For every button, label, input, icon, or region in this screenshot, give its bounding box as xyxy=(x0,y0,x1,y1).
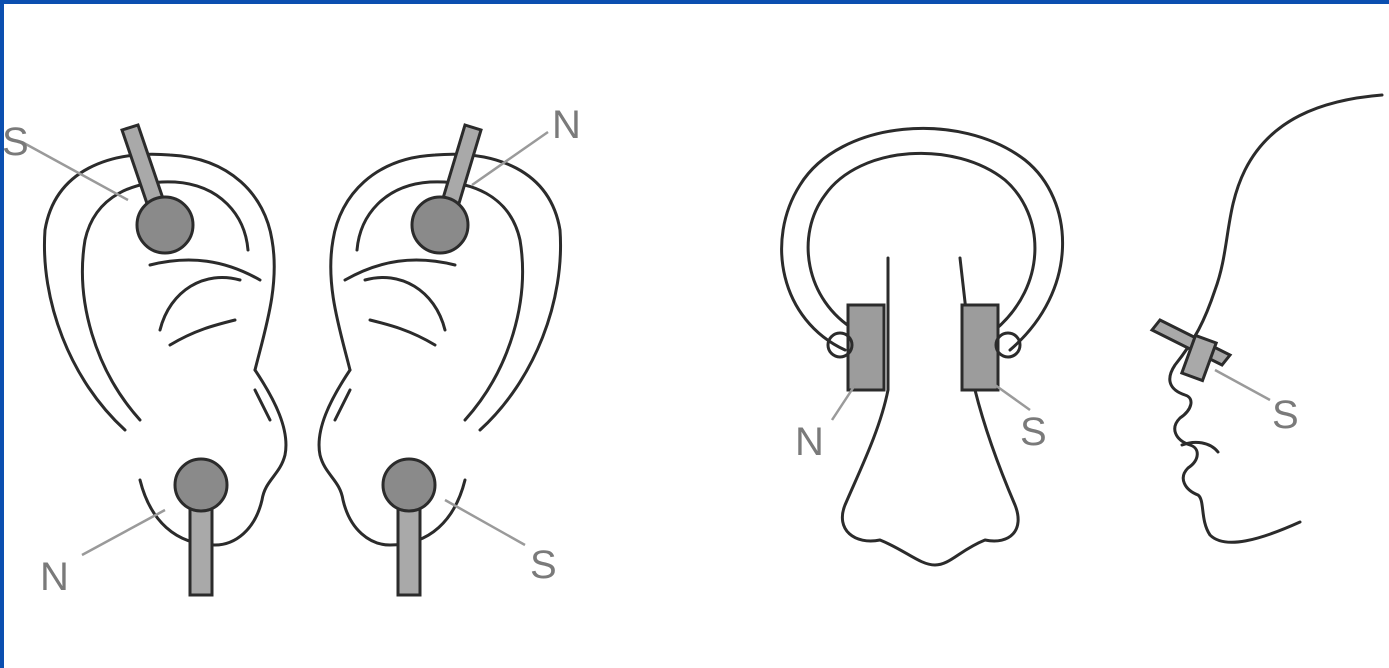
label-right-ear-top: N xyxy=(552,103,581,147)
nose-ring-illustration xyxy=(782,128,1063,565)
nose-right-magnet xyxy=(962,305,998,390)
nose-left-magnet xyxy=(848,305,884,390)
label-left-ear-bottom: N xyxy=(40,555,69,599)
right-ear-bottom-magnet xyxy=(383,459,435,511)
label-nose-right: S xyxy=(1020,410,1047,454)
left-ear-bottom-magnet xyxy=(175,459,227,511)
label-left-ear-top: S xyxy=(2,120,29,164)
left-ear-illustration xyxy=(22,125,286,595)
right-ear-illustration xyxy=(319,125,561,595)
label-profile: S xyxy=(1272,393,1299,437)
left-ear-top-magnet xyxy=(137,197,193,253)
label-nose-left: N xyxy=(795,420,824,464)
face-profile-illustration xyxy=(1152,95,1382,542)
label-right-ear-bottom: S xyxy=(530,543,557,587)
right-ear-top-magnet xyxy=(412,197,468,253)
